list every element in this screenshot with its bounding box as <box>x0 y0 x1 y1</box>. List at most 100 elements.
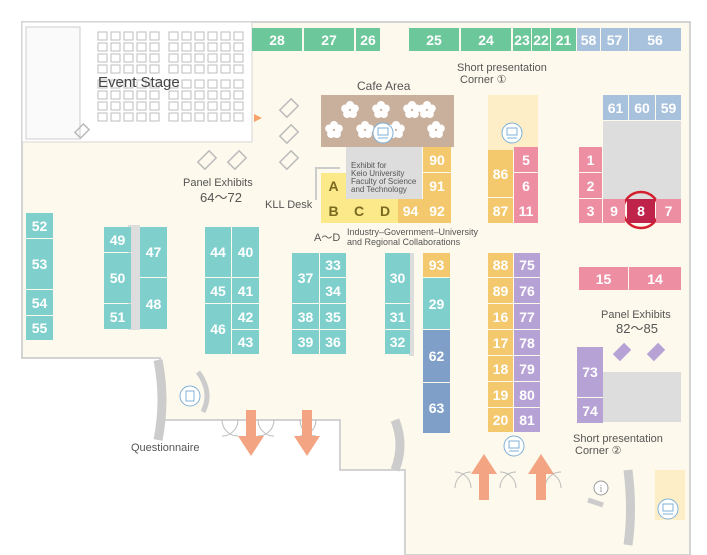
industry-label-1: Industry–Government–University <box>347 227 479 237</box>
booth-54[interactable]: 54 <box>26 290 53 315</box>
booth-80[interactable]: 80 <box>514 382 540 407</box>
booth-43[interactable]: 43 <box>232 330 259 354</box>
booth-7[interactable]: 7 <box>656 199 681 223</box>
wall <box>623 469 635 546</box>
booth-38[interactable]: 38 <box>292 304 319 329</box>
booth-C[interactable]: C <box>346 199 372 223</box>
booth-50[interactable]: 50 <box>104 253 131 303</box>
booth-63[interactable]: 63 <box>423 383 450 433</box>
booth-15[interactable]: 15 <box>579 267 628 290</box>
booth-42[interactable]: 42 <box>232 304 259 329</box>
panel-exhibit-markers-82-85 <box>612 342 666 362</box>
booth-86[interactable]: 86 <box>488 150 513 197</box>
booth-14[interactable]: 14 <box>629 267 681 290</box>
booth-75[interactable]: 75 <box>514 253 540 277</box>
booth-27[interactable]: 27 <box>304 28 354 51</box>
booth-8[interactable]: 8 <box>627 199 655 223</box>
keio-exhibit-label-3: Faculty of Science <box>351 177 417 186</box>
booth-74[interactable]: 74 <box>577 398 603 423</box>
booth-46[interactable]: 46 <box>205 304 231 354</box>
booth-61[interactable]: 61 <box>603 95 628 120</box>
booth-18[interactable]: 18 <box>488 356 513 381</box>
booth-37[interactable]: 37 <box>292 253 319 303</box>
questionnaire-label: Questionnaire <box>131 442 200 454</box>
booth-62[interactable]: 62 <box>423 330 450 382</box>
booth-21[interactable]: 21 <box>551 28 576 51</box>
booth-2[interactable]: 2 <box>579 173 602 198</box>
booth-16[interactable]: 16 <box>488 304 513 329</box>
booth-53[interactable]: 53 <box>26 239 53 289</box>
booth-48[interactable]: 48 <box>140 278 167 329</box>
booth-76[interactable]: 76 <box>514 278 540 303</box>
booth-77[interactable]: 77 <box>514 304 540 329</box>
booth-60[interactable]: 60 <box>629 95 655 120</box>
booth-92[interactable]: 92 <box>423 199 451 223</box>
booth-24[interactable]: 24 <box>461 28 511 51</box>
booth-29[interactable]: 29 <box>423 278 450 329</box>
event-stage-label: Event Stage <box>98 74 180 91</box>
booth-A[interactable]: A <box>321 173 346 199</box>
keio-exhibit-label-1: Exhibit for <box>351 161 387 170</box>
booth-58[interactable]: 58 <box>577 28 600 51</box>
booth-31[interactable]: 31 <box>385 304 410 329</box>
booth-20[interactable]: 20 <box>488 408 513 432</box>
booth-87[interactable]: 87 <box>488 198 513 223</box>
booth-41[interactable]: 41 <box>232 278 259 303</box>
booth-90[interactable]: 90 <box>423 147 451 172</box>
location-pointer-icon <box>254 114 262 122</box>
booth-47[interactable]: 47 <box>140 227 167 277</box>
booth-19[interactable]: 19 <box>488 382 513 407</box>
booth-35[interactable]: 35 <box>320 304 346 329</box>
svg-text:i: i <box>600 484 603 495</box>
booth-81[interactable]: 81 <box>514 408 540 432</box>
short-presentation-corner-1-label-2: Corner ① <box>460 74 507 86</box>
info-icon: i <box>593 480 609 496</box>
booth-55[interactable]: 55 <box>26 316 53 340</box>
booth-32[interactable]: 32 <box>385 330 410 354</box>
booth-39[interactable]: 39 <box>292 330 319 354</box>
booth-36[interactable]: 36 <box>320 330 346 354</box>
cafe-tables <box>325 101 445 138</box>
wall <box>390 418 405 472</box>
booth-D[interactable]: D <box>372 199 398 223</box>
booth-78[interactable]: 78 <box>514 330 540 355</box>
industry-label-2: and Regional Collaborations <box>347 237 461 247</box>
booth-79[interactable]: 79 <box>514 356 540 381</box>
booth-56[interactable]: 56 <box>629 28 681 51</box>
booth-94[interactable]: 94 <box>398 199 423 223</box>
booth-5[interactable]: 5 <box>514 147 538 172</box>
booth-93[interactable]: 93 <box>423 253 450 277</box>
booth-23[interactable]: 23 <box>513 28 531 51</box>
booth-11[interactable]: 11 <box>514 198 538 223</box>
booth-91[interactable]: 91 <box>423 173 451 199</box>
booth-6[interactable]: 6 <box>514 173 538 198</box>
booth-73[interactable]: 73 <box>577 347 603 397</box>
wall <box>195 370 210 414</box>
booth-44[interactable]: 44 <box>205 227 231 277</box>
booth-3[interactable]: 3 <box>579 199 602 223</box>
booth-89[interactable]: 89 <box>488 278 513 303</box>
booth-22[interactable]: 22 <box>532 28 550 51</box>
booth-40[interactable]: 40 <box>232 227 259 277</box>
booth-59[interactable]: 59 <box>656 95 681 120</box>
booth-9[interactable]: 9 <box>603 199 625 223</box>
booth-51[interactable]: 51 <box>104 304 131 329</box>
booth-17[interactable]: 17 <box>488 330 513 355</box>
booth-45[interactable]: 45 <box>205 278 231 303</box>
booth-28[interactable]: 28 <box>252 28 302 51</box>
booth-B[interactable]: B <box>321 199 346 223</box>
booth-26[interactable]: 26 <box>356 28 380 51</box>
entrance-arrow-icon <box>471 454 554 500</box>
panel-exhibit-markers <box>73 97 300 171</box>
booth-33[interactable]: 33 <box>320 253 346 277</box>
booth-88[interactable]: 88 <box>488 253 513 277</box>
booth-1[interactable]: 1 <box>579 147 602 172</box>
booth-25[interactable]: 25 <box>409 28 459 51</box>
booth-30[interactable]: 30 <box>385 253 410 303</box>
booth-52[interactable]: 52 <box>26 213 53 238</box>
wall <box>587 497 604 508</box>
booth-49[interactable]: 49 <box>104 227 131 252</box>
booth-34[interactable]: 34 <box>320 278 346 303</box>
stage-platform <box>25 26 81 140</box>
booth-57[interactable]: 57 <box>601 28 628 51</box>
